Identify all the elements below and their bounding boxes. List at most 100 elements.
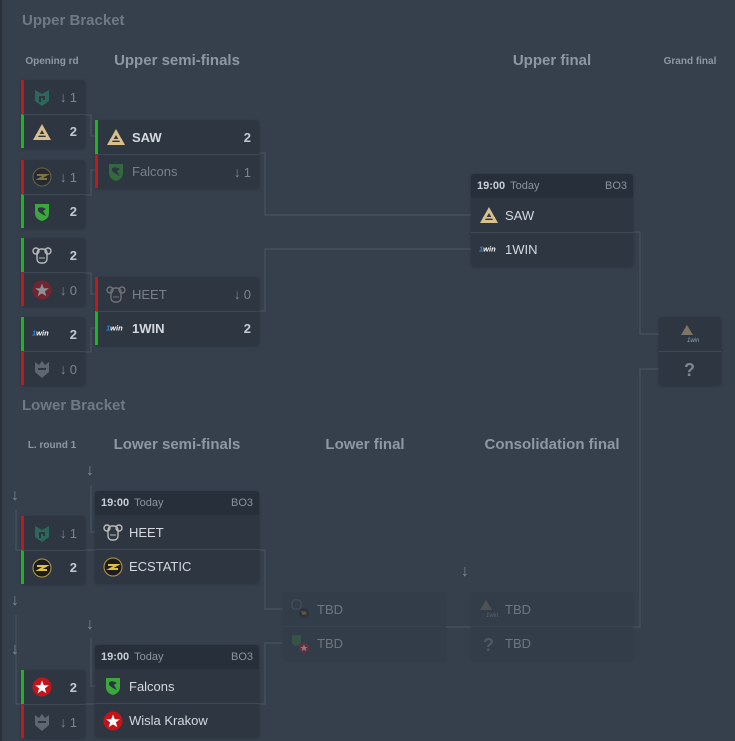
opening-match-card[interactable]: ↓1 2 (21, 80, 85, 148)
team-row[interactable]: HEET (95, 515, 259, 549)
team-row[interactable]: 2 (21, 114, 85, 148)
team-row[interactable]: ↓1 (21, 160, 85, 194)
1win-logo-icon: 1win (106, 319, 126, 339)
team-score: ↓0 (233, 286, 251, 302)
team-name: TBD (505, 636, 531, 651)
mongolz-logo-icon (32, 523, 52, 543)
team-row[interactable]: 1win 1WIN (471, 232, 633, 266)
team-name: TBD (317, 636, 343, 651)
mongolz-logo-icon (32, 87, 52, 107)
team-row[interactable]: 1win 2 (21, 317, 85, 351)
svg-text:1win: 1win (486, 613, 499, 619)
wisla-logo-icon (103, 711, 123, 731)
helmet-logo-icon (32, 359, 52, 379)
team-row[interactable]: ↓0 (21, 272, 85, 306)
team-row[interactable]: 2 (21, 670, 85, 704)
loss-arrow-icon: ↓ (59, 89, 67, 105)
team-row[interactable]: ? TBD (471, 626, 633, 660)
match-time: 19:00 (101, 651, 130, 663)
team-row[interactable]: 2 (21, 194, 85, 228)
1win-logo-icon: 1win (479, 240, 499, 260)
column-upper-semis: Upper semi-finals (114, 52, 240, 69)
team-name: TBD (505, 601, 531, 617)
team-row[interactable]: SAW 2 (95, 120, 259, 154)
team-row[interactable]: ECSTATIC (95, 549, 259, 583)
team-row[interactable]: Wisla Krakow (95, 703, 259, 737)
team-row[interactable]: 1win TBD (471, 592, 633, 626)
column-upper-final: Upper final (512, 52, 592, 69)
lower-round1-card[interactable]: 2 ↓1 (21, 670, 85, 738)
team-row[interactable]: ↓1 (21, 516, 85, 550)
1win-logo-icon: 1win (32, 324, 52, 344)
svg-text:?: ? (684, 360, 695, 379)
helmet-logo-icon (32, 712, 52, 732)
team-row[interactable]: TBD (283, 592, 446, 626)
team-row[interactable]: HEET↓0 (95, 277, 259, 311)
lower-round1-card[interactable]: ↓1 2 (21, 516, 85, 584)
team-row[interactable]: Falcons↓1 (95, 154, 259, 188)
team-score: ↓1 (59, 89, 77, 105)
team-row[interactable]: ↓1 (21, 80, 85, 114)
falcons-logo-icon (103, 676, 123, 696)
team-score: 2 (69, 679, 77, 695)
team-row[interactable]: 2 (21, 550, 85, 584)
team-score: 2 (69, 326, 77, 342)
team-row[interactable]: TBD (283, 626, 446, 660)
match-time: 19:00 (477, 180, 506, 192)
team-score: ↓1 (233, 163, 251, 180)
heet-ecstatic-logo-icon (291, 599, 311, 619)
arrow-down-icon: ↓ (461, 563, 469, 580)
svg-text:1win: 1win (479, 244, 496, 253)
arrow-down-icon: ↓ (86, 462, 94, 479)
team-row[interactable]: Falcons (95, 669, 259, 703)
team-name: ECSTATIC (129, 559, 192, 574)
team-row[interactable]: ? (659, 351, 721, 385)
team-name: 1WIN (505, 242, 538, 257)
svg-text:1win: 1win (106, 323, 123, 332)
saw-1win-logo-icon: 1win (479, 599, 499, 619)
column-consolidation-final: Consolidation final (484, 436, 620, 453)
team-score: ↓1 (59, 713, 77, 730)
lower-final-card[interactable]: TBD TBD (283, 592, 446, 660)
arrow-down-icon: ↓ (11, 487, 19, 504)
ecstatic-logo-icon (32, 558, 52, 578)
team-score: ↓1 (59, 525, 77, 541)
team-row[interactable]: 2 (21, 238, 85, 272)
ecstatic-logo-icon (103, 557, 123, 577)
team-score: 2 (243, 129, 251, 145)
wisla-logo-icon (32, 280, 52, 300)
wisla-logo-icon (32, 677, 52, 697)
opening-match-card[interactable]: 2 ↓0 (21, 238, 85, 306)
upper-bracket-title: Upper Bracket (22, 12, 125, 29)
loss-arrow-icon: ↓ (233, 286, 241, 302)
team-row[interactable]: SAW (471, 198, 633, 232)
loss-arrow-icon: ↓ (59, 713, 67, 730)
heet-logo-icon (32, 245, 52, 265)
arrow-down-icon: ↓ (11, 641, 19, 658)
team-score: ↓0 (59, 281, 77, 298)
saw-logo-icon (106, 127, 126, 147)
team-name: TBD (317, 601, 343, 617)
grand-final-card[interactable]: 1win? (659, 317, 721, 385)
svg-text:?: ? (483, 635, 494, 654)
team-row[interactable]: 1win (659, 317, 721, 351)
loss-arrow-icon: ↓ (233, 163, 241, 180)
match-format: BO3 (230, 497, 253, 509)
left-border (0, 0, 2, 741)
team-row[interactable]: ↓0 (21, 351, 85, 385)
column-lower-semis: Lower semi-finals (113, 436, 241, 453)
team-row[interactable]: ↓1 (21, 704, 85, 738)
opening-match-card[interactable]: 1win 2 ↓0 (21, 317, 85, 385)
team-name: SAW (132, 129, 162, 145)
match-day: Today (134, 497, 164, 509)
